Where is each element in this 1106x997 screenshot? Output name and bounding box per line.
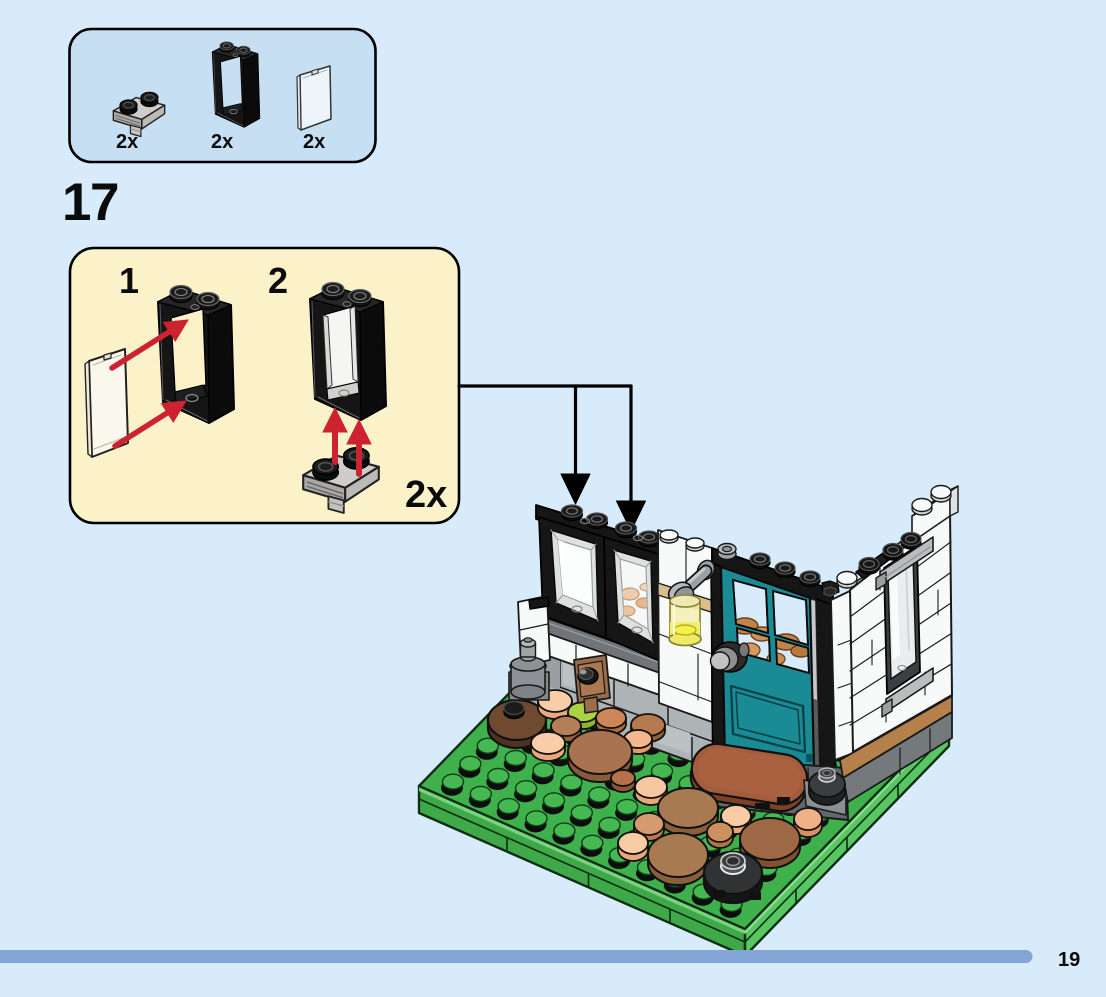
svg-text:19: 19 [1058,949,1080,971]
svg-text:17: 17 [62,173,118,232]
svg-text:2x: 2x [211,131,233,153]
svg-text:2x: 2x [116,131,138,153]
svg-text:2x: 2x [405,474,447,516]
svg-text:2: 2 [268,260,288,301]
svg-text:1: 1 [119,260,139,301]
svg-text:2x: 2x [303,131,325,153]
